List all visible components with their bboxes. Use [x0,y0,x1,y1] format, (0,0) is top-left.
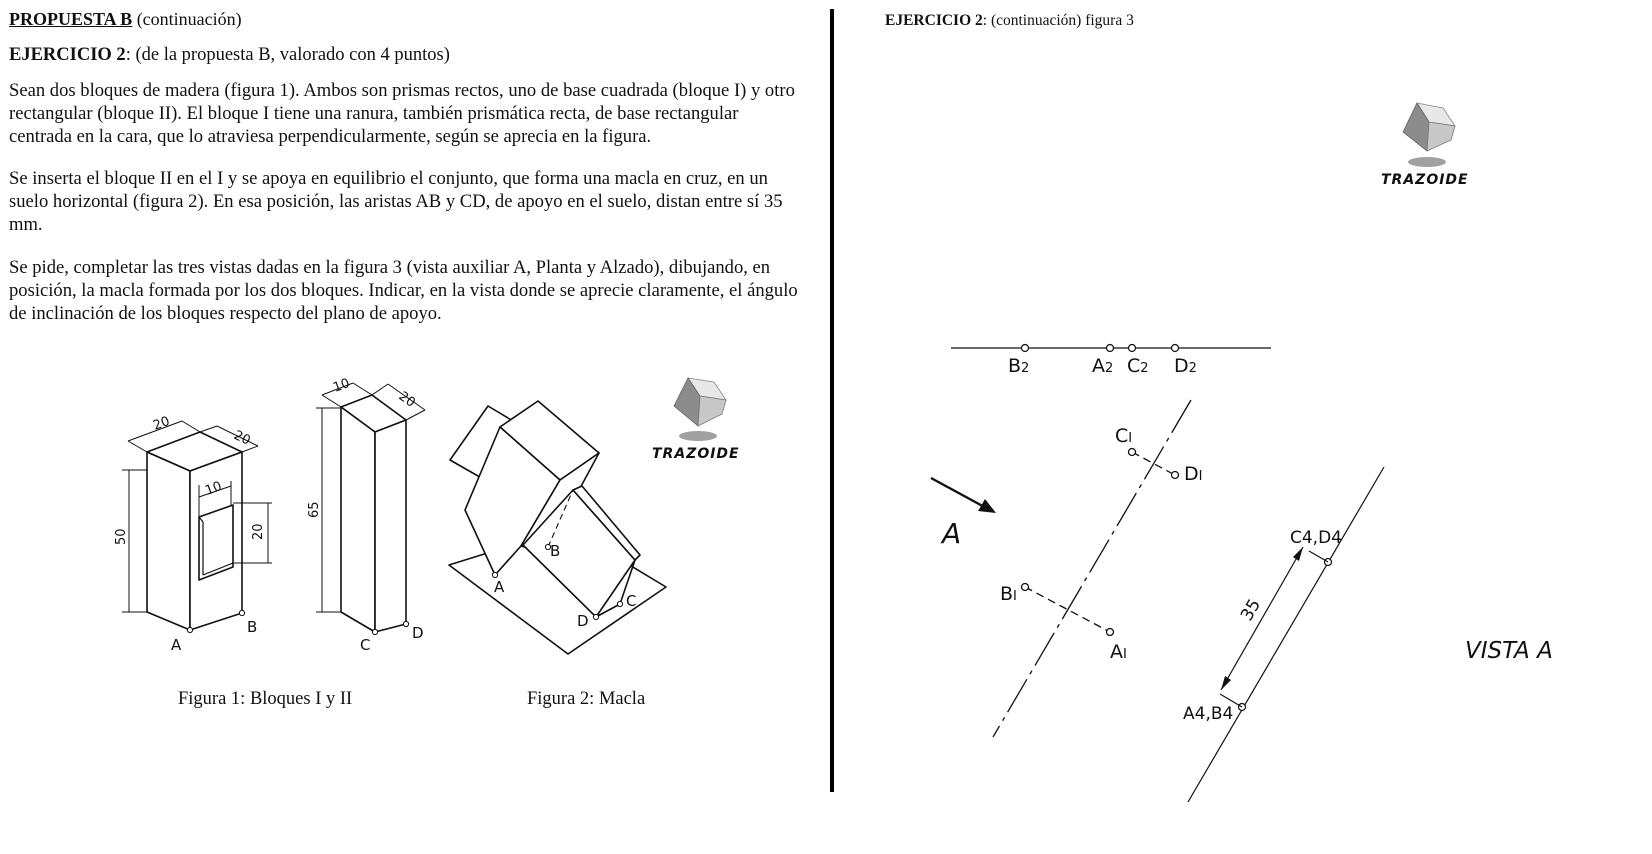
vista-label-ab: A4,B4 [1183,704,1233,724]
dim-w: 20 [151,414,172,434]
vista-label-cd: C4,D4 [1290,528,1342,548]
dim-slot-w: 10 [203,479,224,499]
dim-b2-h: 65 [307,501,322,518]
block-one [146,431,243,631]
figure2-caption: Figura 2: Macla [527,689,646,709]
page-heading: PROPUESTA B (continuación) [9,9,242,30]
view-arrow [930,476,996,513]
dimension-labels: 20 20 10 20 50 10 20 65 [114,376,418,545]
page-divider [830,9,834,792]
right-exercise-title: EJERCICIO 2 [885,12,983,29]
alzado-label-c: C2 [1127,355,1149,377]
block-two-dimensions [316,382,426,613]
planta-label-b: BI [1000,583,1017,605]
planta-label-d: DI [1184,463,1202,485]
macla-drawing [448,400,667,655]
fig1-point-c: C [360,636,370,654]
dimension-arrows [1221,547,1303,690]
figures-drawing: 20 20 10 20 50 10 20 65 A B C D A B C D … [114,376,740,655]
paragraph-3: Se pide, completar las tres vistas dadas… [9,257,798,324]
figure1-caption: Figura 1: Bloques I y II [178,689,353,709]
paragraph-1: Sean dos bloques de madera (figura 1). A… [9,80,795,147]
trazoide-logo-right [1402,102,1456,167]
paragraph-2: Se inserta el bloque II en el I y se apo… [9,168,783,235]
trazoide-logo-left [673,377,727,441]
fig1-point-b: B [247,618,257,636]
fig1-point-a: A [171,636,182,654]
fig2-point-d: D [577,612,589,630]
alzado-label-a: A2 [1092,355,1113,377]
exercise-title: EJERCICIO 2 [9,45,126,65]
block-one-dimensions [122,420,272,613]
fig2-point-a: A [494,578,505,596]
proposal-subtitle: (continuación) [132,9,242,29]
vista-title: VISTA A [1465,638,1553,664]
alzado [951,343,1271,353]
alzado-label-d: D2 [1174,355,1197,377]
point-labels: A B C D A B C D [171,542,636,654]
vista-a [1187,466,1385,803]
exercise-heading: EJERCICIO 2: (de la propuesta B, valorad… [9,45,450,66]
right-heading: EJERCICIO 2: (continuación) figura 3 [885,12,1134,30]
view-arrow-label: A [940,517,961,550]
planta [992,399,1192,738]
dim-slot-h: 20 [251,523,266,540]
fig1-point-d: D [412,624,424,642]
figure3-drawing: TRAZOIDE B2 A2 C2 D2 CI DI BI AI A [930,102,1553,803]
right-exercise-detail: : (continuación) figura 3 [982,12,1134,29]
planta-label-c: CI [1115,425,1132,447]
proposal-title: PROPUESTA B [9,9,133,29]
trazoide-text-left: TRAZOIDE [652,446,740,462]
block-two [340,394,407,633]
trazoide-text-right: TRAZOIDE [1381,172,1469,188]
fig2-point-b: B [550,542,560,560]
alzado-label-b: B2 [1008,355,1029,377]
fig2-point-c: C [626,592,636,610]
exercise-detail: : (de la propuesta B, valorado con 4 pun… [125,45,450,65]
point-markers [186,543,624,636]
dim-d: 20 [231,428,252,449]
planta-label-a: AI [1110,641,1127,663]
dim-h: 50 [114,528,129,545]
dim-b2-w: 10 [331,376,352,396]
